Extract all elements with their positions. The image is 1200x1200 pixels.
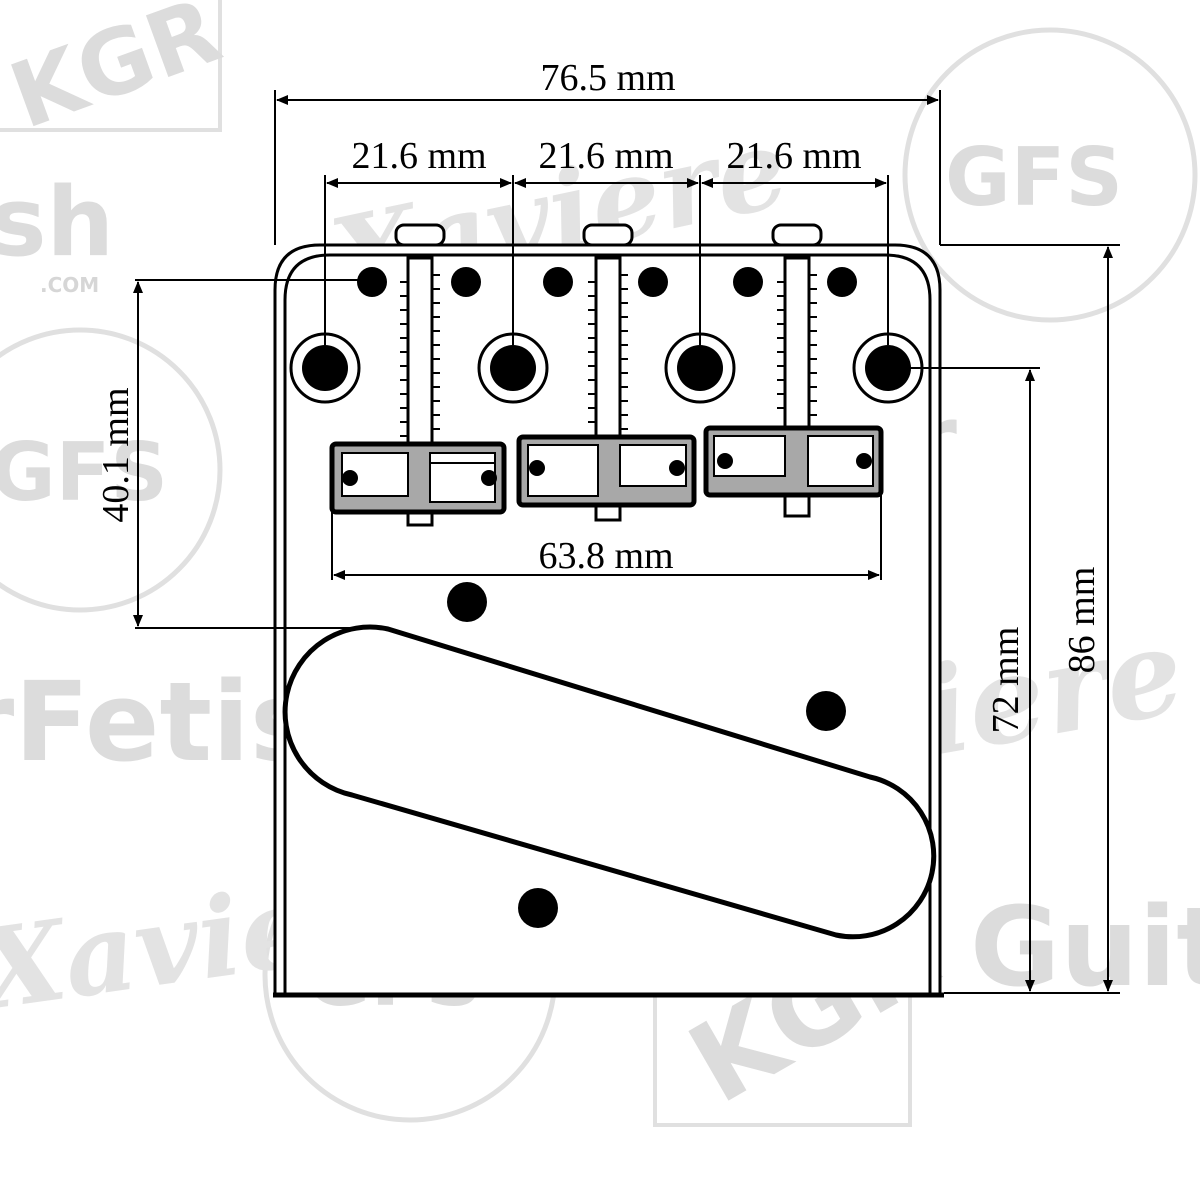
string-spacing-label-1: 21.6 mm <box>351 135 486 177</box>
saddle <box>329 441 507 527</box>
dimension-lines <box>133 90 1120 994</box>
screw-tab <box>394 223 446 247</box>
saddles <box>329 425 884 527</box>
string-hole <box>357 267 387 297</box>
mount-to-pickup-label: 40.1 mm <box>95 387 137 522</box>
string-holes <box>357 267 857 297</box>
string-hole <box>827 267 857 297</box>
dotcom-watermark: .COM <box>40 273 99 297</box>
screw-tab <box>582 223 634 247</box>
intonation-screw-tabs <box>394 223 823 247</box>
string-hole <box>451 267 481 297</box>
body-screw-hole <box>806 691 846 731</box>
intonation-screws <box>400 256 817 445</box>
overall-width-label: 76.5 mm <box>540 57 675 99</box>
svg-text:GFS: GFS <box>0 426 168 519</box>
string-hole <box>543 267 573 297</box>
string-hole <box>638 267 668 297</box>
saddle <box>516 434 697 522</box>
mounting-hole <box>289 332 361 404</box>
svg-text:KGR: KGR <box>0 0 233 150</box>
string-spacing-label-3: 21.6 mm <box>726 135 861 177</box>
intonation-screw <box>588 256 628 445</box>
screw-tab <box>771 223 823 247</box>
overall-length-label: 86 mm <box>1061 567 1103 674</box>
intonation-screw <box>400 256 440 445</box>
body-screw-holes <box>447 582 846 928</box>
guitar-watermark: Guitar <box>970 883 1200 1011</box>
mounting-hole <box>477 332 549 404</box>
mounting-hole <box>664 332 736 404</box>
saddle <box>703 425 884 518</box>
saddle-span-label: 63.8 mm <box>538 535 673 577</box>
kgr-logo-watermark: KGR <box>0 0 233 150</box>
pickup-cavity <box>282 624 937 940</box>
body-screw-hole <box>447 582 487 622</box>
string-spacing-label-2: 21.6 mm <box>538 135 673 177</box>
dimension-labels: 76.5 mm 21.6 mm 21.6 mm 21.6 mm 63.8 mm … <box>95 57 1103 733</box>
body-screw-hole <box>518 888 558 928</box>
gfs-logo-watermark: GFS <box>902 27 1198 323</box>
svg-text:GFS: GFS <box>945 131 1123 224</box>
guitarfetish-watermark: sh <box>0 168 114 278</box>
hole-to-bottom-label: 72 mm <box>985 627 1027 734</box>
string-hole <box>733 267 763 297</box>
